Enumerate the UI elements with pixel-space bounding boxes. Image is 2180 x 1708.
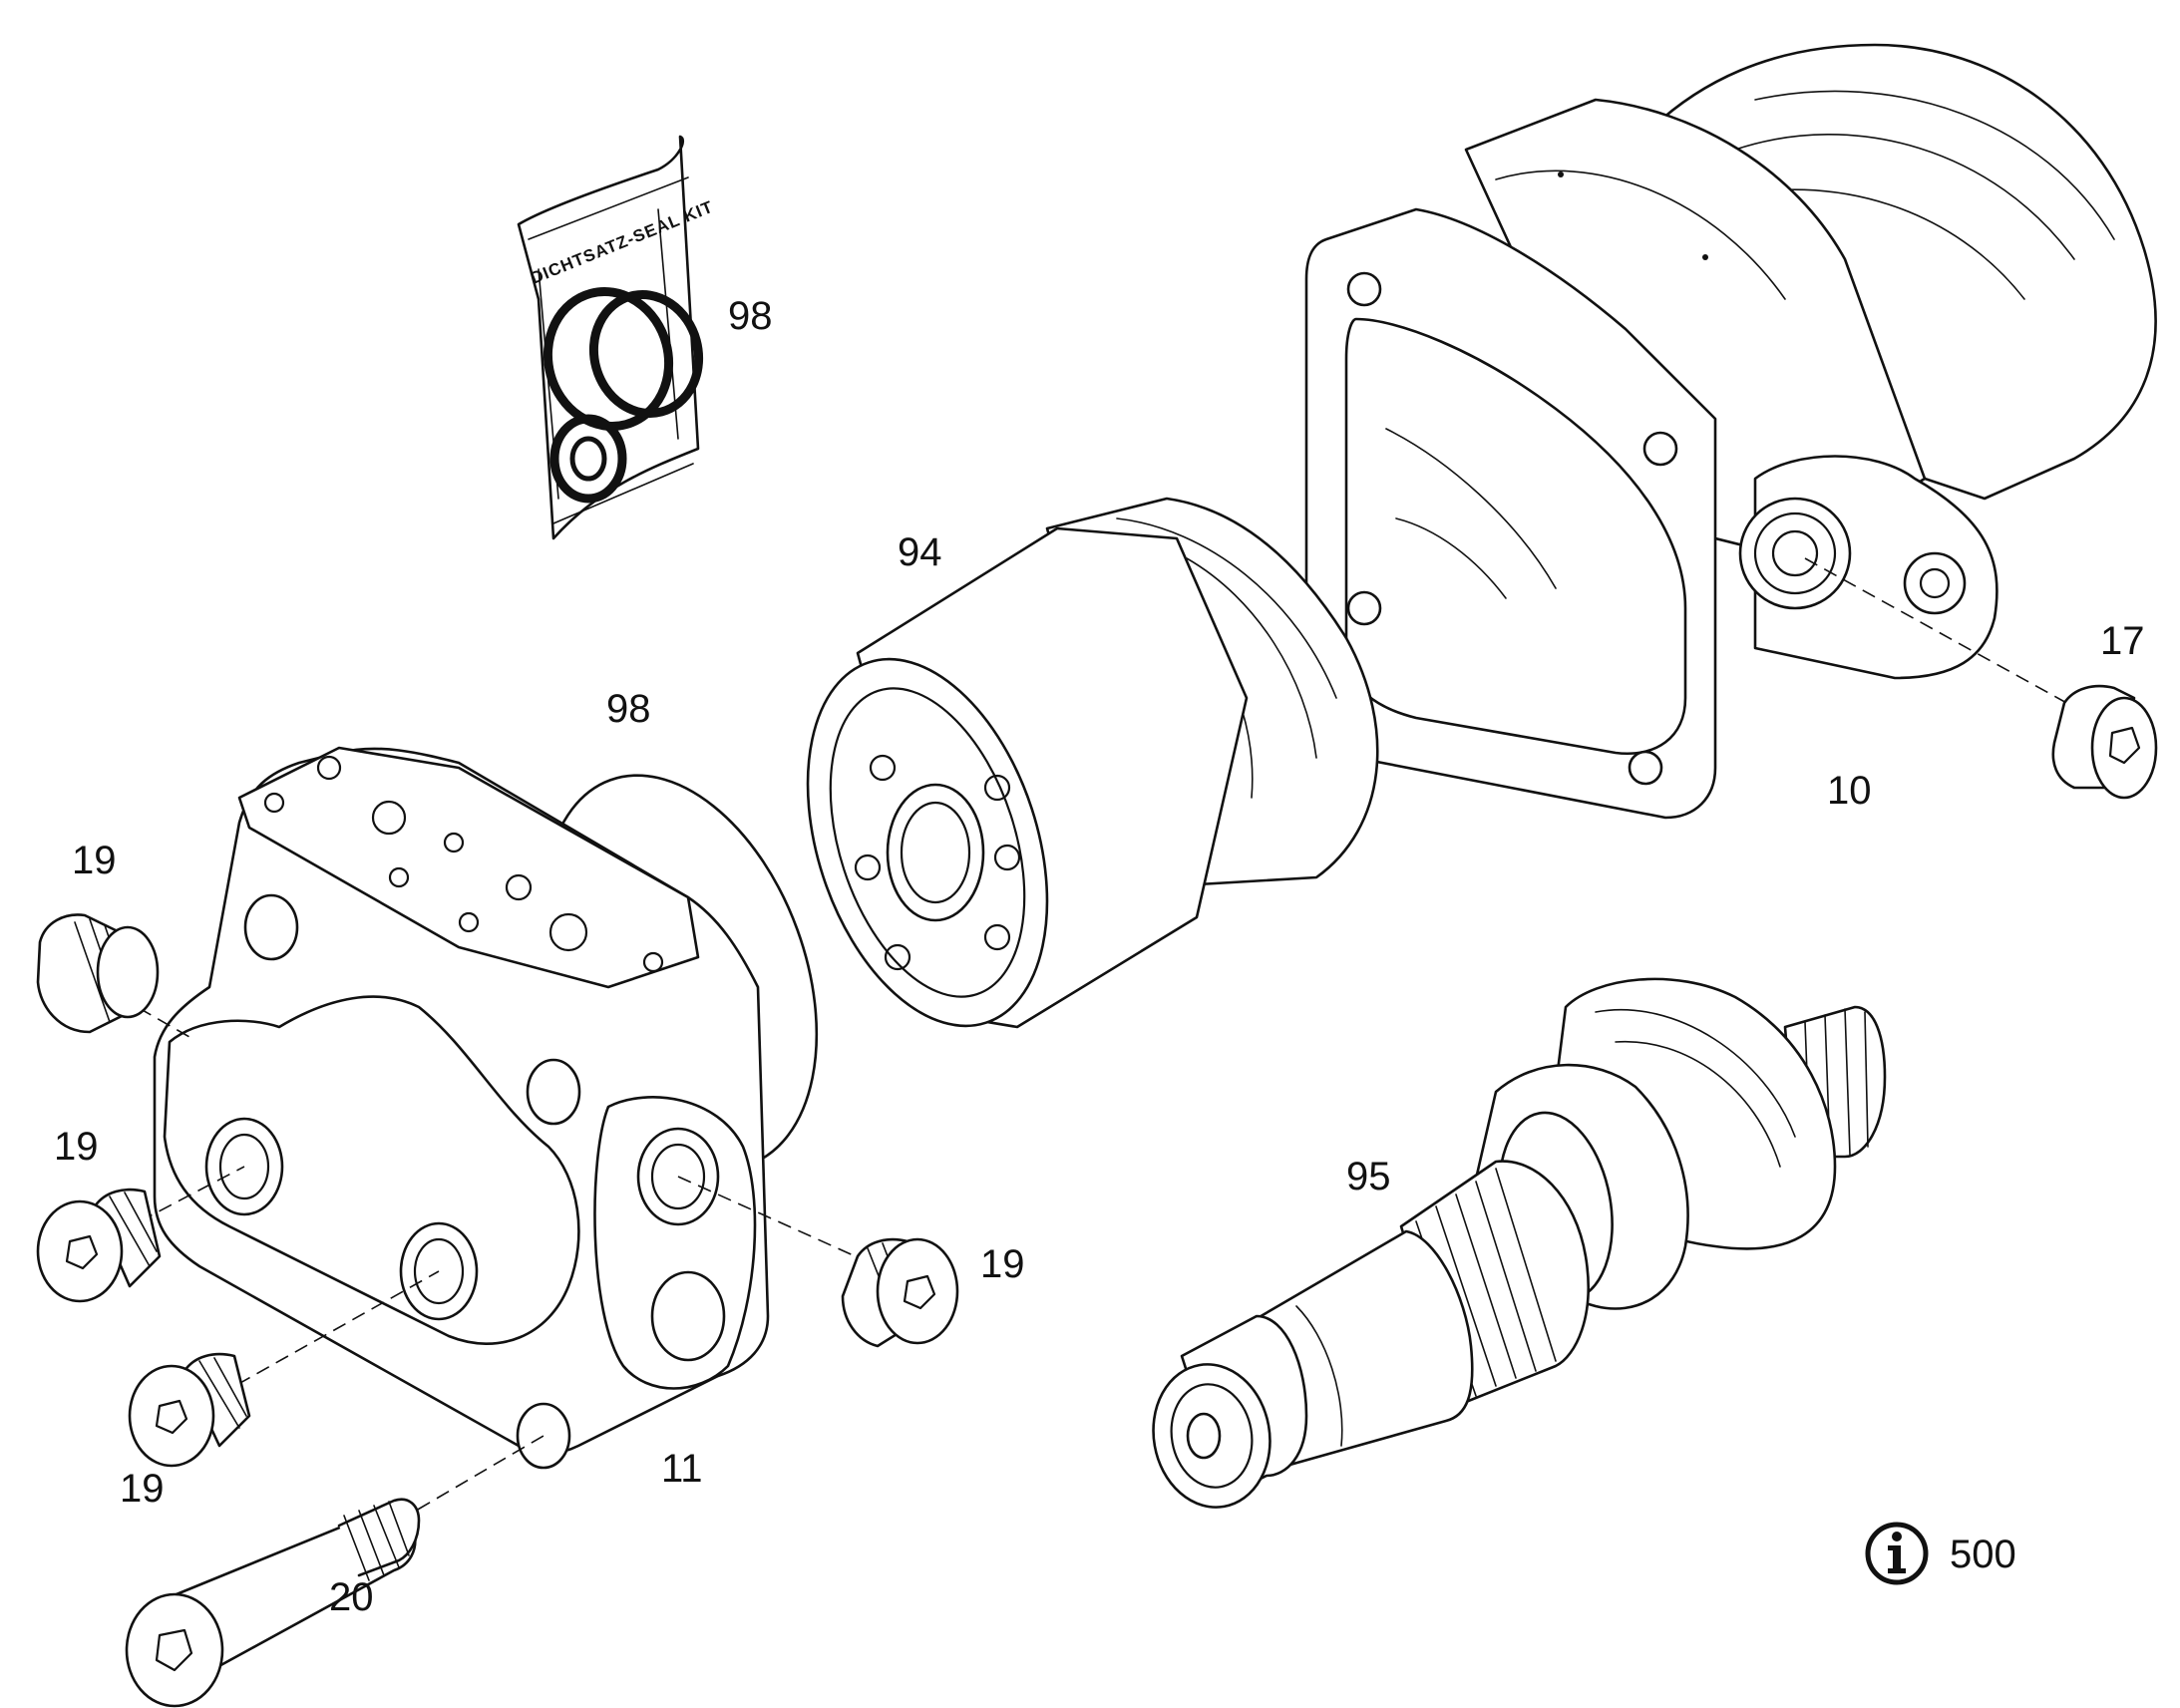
port-plug-17 xyxy=(2051,684,2158,800)
callout-housing: 10 xyxy=(1827,769,1872,813)
callout-seal-kit-bag: 98 xyxy=(728,294,773,338)
callout-plug-right: 19 xyxy=(980,1242,1025,1286)
callout-bolt: 20 xyxy=(329,1575,374,1619)
plug-bottom-left xyxy=(128,1352,251,1468)
rotary-group-part xyxy=(806,497,1379,1029)
leader-line xyxy=(1804,557,2080,711)
bolt-part xyxy=(125,1498,421,1708)
leader-line xyxy=(398,1435,545,1522)
leader-line xyxy=(677,1176,879,1267)
callout-drive-shaft: 95 xyxy=(1346,1155,1391,1198)
housing-part xyxy=(1304,43,2157,820)
callout-rotary-group: 94 xyxy=(898,530,942,574)
info-icon xyxy=(1865,1522,1929,1585)
plug-mid-left xyxy=(36,1188,162,1303)
info-reference: 500 xyxy=(1865,1522,2016,1585)
callout-plug-top-left: 19 xyxy=(72,839,117,882)
plug-right xyxy=(841,1237,959,1348)
plug-top-left xyxy=(36,913,160,1034)
callout-plug-bottom-left: 19 xyxy=(120,1467,165,1511)
seal-kit-bag: DICHTSATZ-SEAL KIT xyxy=(517,135,716,540)
callout-o-ring: 98 xyxy=(606,687,651,731)
callout-port-plug: 17 xyxy=(2100,619,2145,663)
info-value: 500 xyxy=(1950,1533,2016,1576)
leader-line xyxy=(139,1166,245,1222)
callout-plug-mid-left: 19 xyxy=(54,1125,99,1169)
callout-port-plate: 11 xyxy=(661,1447,703,1491)
port-plate-part xyxy=(153,746,770,1470)
drive-shaft-part xyxy=(1152,977,1887,1509)
seal-kit-rings xyxy=(543,287,704,504)
